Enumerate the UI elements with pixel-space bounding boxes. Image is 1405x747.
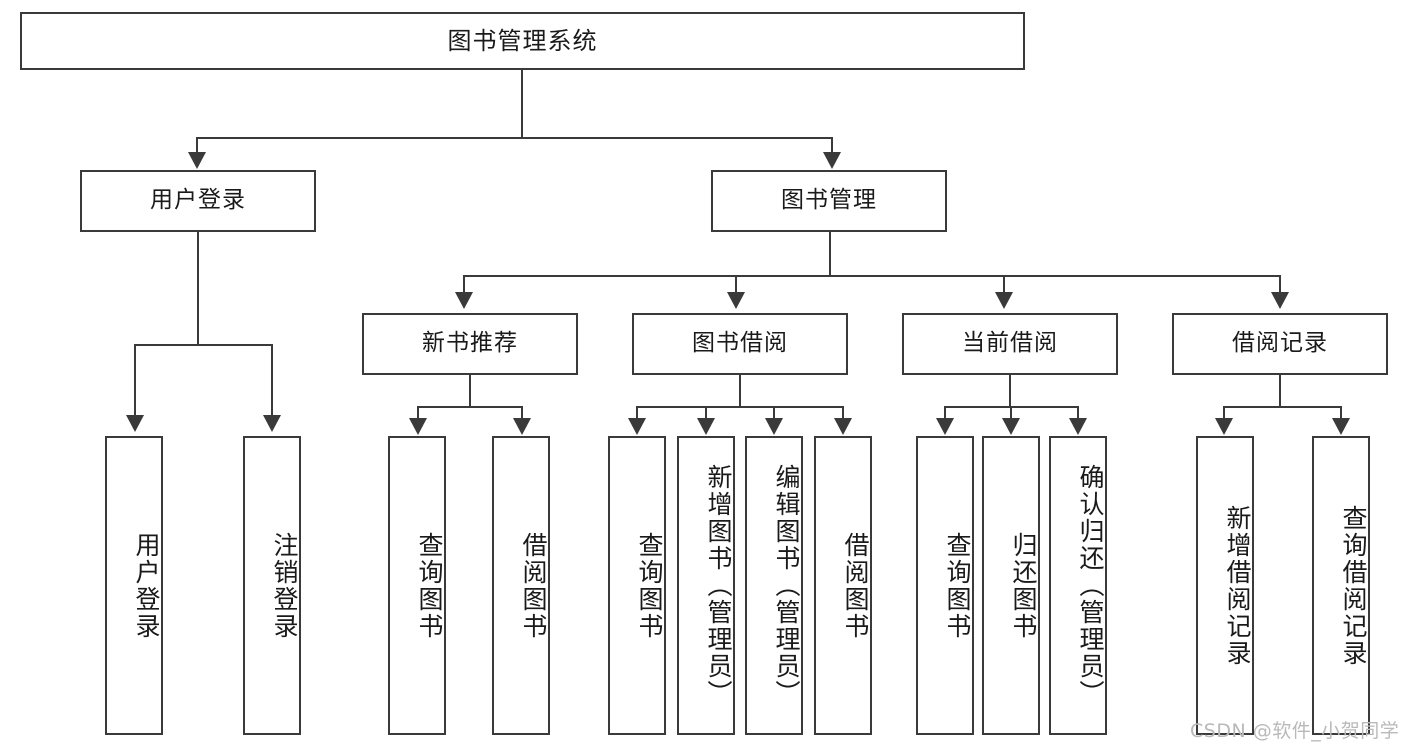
arrow-book-borrow-leaf-1	[628, 418, 646, 435]
connector-user-login-to-leaf-1	[134, 344, 136, 420]
arrow-current-borrow-leaf-1	[936, 418, 954, 435]
connector-current-borrow-stem	[1009, 375, 1011, 407]
node-label: 当前借阅	[962, 330, 1058, 357]
arrow-book-borrow-leaf-4	[834, 418, 852, 435]
node-label: 确认归还（管理员）	[1076, 464, 1105, 707]
node-label: 新书推荐	[422, 330, 518, 357]
node-current-borrow[interactable]: 当前借阅	[902, 313, 1118, 375]
arrow-to-current-borrow	[995, 292, 1013, 309]
node-label: 新增图书（管理员）	[704, 464, 733, 707]
connector-root-to-book-management	[831, 137, 833, 157]
connector-book-borrow-bus	[636, 406, 843, 408]
connector-root-bus	[196, 137, 833, 139]
node-new-book-recommend[interactable]: 新书推荐	[362, 313, 578, 375]
arrow-user-login-leaf-1	[126, 415, 144, 432]
connector-book-borrow-leaf-2	[705, 406, 707, 421]
arrow-to-new-book-recommend	[455, 292, 473, 309]
leaf-new-book-borrow-book[interactable]: 借阅图书	[492, 436, 550, 735]
arrow-new-book-leaf-1	[409, 418, 427, 435]
node-label: 借阅记录	[1232, 330, 1328, 357]
node-book-management[interactable]: 图书管理	[711, 170, 947, 232]
connector-new-book-leaf-2	[521, 406, 523, 421]
node-label: 借阅图书	[841, 531, 870, 640]
arrow-current-borrow-leaf-2	[1002, 418, 1020, 435]
arrow-book-borrow-leaf-3	[765, 418, 783, 435]
connector-root-to-user-login	[196, 137, 198, 157]
node-root-book-management-system[interactable]: 图书管理系统	[20, 12, 1025, 70]
node-label: 借阅图书	[519, 531, 548, 640]
connector-borrow-record-bus	[1223, 406, 1341, 408]
leaf-user-login-logout[interactable]: 注销登录	[243, 436, 301, 735]
connector-current-borrow-leaf-3	[1077, 406, 1079, 421]
connector-book-borrow-leaf-3	[773, 406, 775, 421]
connector-borrow-record-leaf-1	[1223, 406, 1225, 421]
node-label: 查询图书	[943, 531, 972, 640]
connector-book-borrow-leaf-1	[636, 406, 638, 421]
connector-new-book-bus	[417, 406, 522, 408]
node-label: 查询图书	[415, 531, 444, 640]
node-label: 用户登录	[132, 531, 161, 640]
connector-current-borrow-leaf-2	[1010, 406, 1012, 421]
leaf-book-borrow-edit-book[interactable]: 编辑图书（管理员）	[745, 436, 803, 735]
node-borrow-record[interactable]: 借阅记录	[1172, 313, 1388, 375]
arrow-current-borrow-leaf-3	[1069, 418, 1087, 435]
node-label: 图书管理系统	[447, 26, 598, 55]
connector-bm-to-current-borrow	[1003, 275, 1005, 297]
leaf-borrow-record-add-record[interactable]: 新增借阅记录	[1196, 436, 1254, 735]
connector-user-login-bus	[134, 344, 273, 346]
csdn-watermark: CSDN @软件_小贺同学	[1190, 720, 1400, 742]
node-book-borrow[interactable]: 图书借阅	[632, 313, 848, 375]
connector-root-stem	[521, 70, 523, 138]
node-label: 新增借阅记录	[1223, 504, 1252, 667]
node-label: 图书借阅	[692, 330, 788, 357]
leaf-book-borrow-query-book[interactable]: 查询图书	[608, 436, 666, 735]
leaf-user-login-login[interactable]: 用户登录	[105, 436, 163, 735]
leaf-book-borrow-add-book[interactable]: 新增图书（管理员）	[677, 436, 735, 735]
node-user-login[interactable]: 用户登录	[80, 170, 316, 232]
node-label: 编辑图书（管理员）	[772, 464, 801, 707]
leaf-current-borrow-return-book[interactable]: 归还图书	[982, 436, 1040, 735]
connector-book-borrow-stem	[739, 375, 741, 407]
node-label: 归还图书	[1009, 531, 1038, 640]
arrow-to-book-management	[823, 152, 841, 169]
node-label: 查询图书	[635, 531, 664, 640]
leaf-current-borrow-query-book[interactable]: 查询图书	[916, 436, 974, 735]
connector-current-borrow-leaf-1	[944, 406, 946, 421]
connector-book-borrow-leaf-4	[842, 406, 844, 421]
node-label: 注销登录	[270, 531, 299, 640]
connector-book-management-stem	[829, 232, 831, 276]
arrow-to-book-borrow	[727, 292, 745, 309]
connector-new-book-stem	[469, 375, 471, 407]
arrow-borrow-record-leaf-2	[1332, 418, 1350, 435]
arrow-user-login-leaf-2	[263, 415, 281, 432]
node-label: 用户登录	[150, 187, 246, 214]
leaf-book-borrow-borrow-book[interactable]: 借阅图书	[814, 436, 872, 735]
node-label: 图书管理	[781, 187, 877, 214]
leaf-new-book-query-book[interactable]: 查询图书	[388, 436, 446, 735]
leaf-current-borrow-confirm-return[interactable]: 确认归还（管理员）	[1049, 436, 1107, 735]
connector-book-management-bus	[463, 275, 1281, 277]
arrow-book-borrow-leaf-2	[697, 418, 715, 435]
connector-new-book-leaf-1	[417, 406, 419, 421]
connector-borrow-record-leaf-2	[1340, 406, 1342, 421]
node-label: 查询借阅记录	[1339, 504, 1368, 667]
leaf-borrow-record-query-record[interactable]: 查询借阅记录	[1312, 436, 1370, 735]
arrow-to-user-login	[188, 152, 206, 169]
arrow-to-borrow-record	[1271, 292, 1289, 309]
arrow-new-book-leaf-2	[513, 418, 531, 435]
connector-bm-to-new-book	[463, 275, 465, 297]
connector-user-login-stem	[197, 232, 199, 345]
connector-bm-to-book-borrow	[735, 275, 737, 297]
connector-user-login-to-leaf-2	[271, 344, 273, 420]
connector-bm-to-borrow-record	[1279, 275, 1281, 297]
arrow-borrow-record-leaf-1	[1215, 418, 1233, 435]
connector-borrow-record-stem	[1279, 375, 1281, 407]
